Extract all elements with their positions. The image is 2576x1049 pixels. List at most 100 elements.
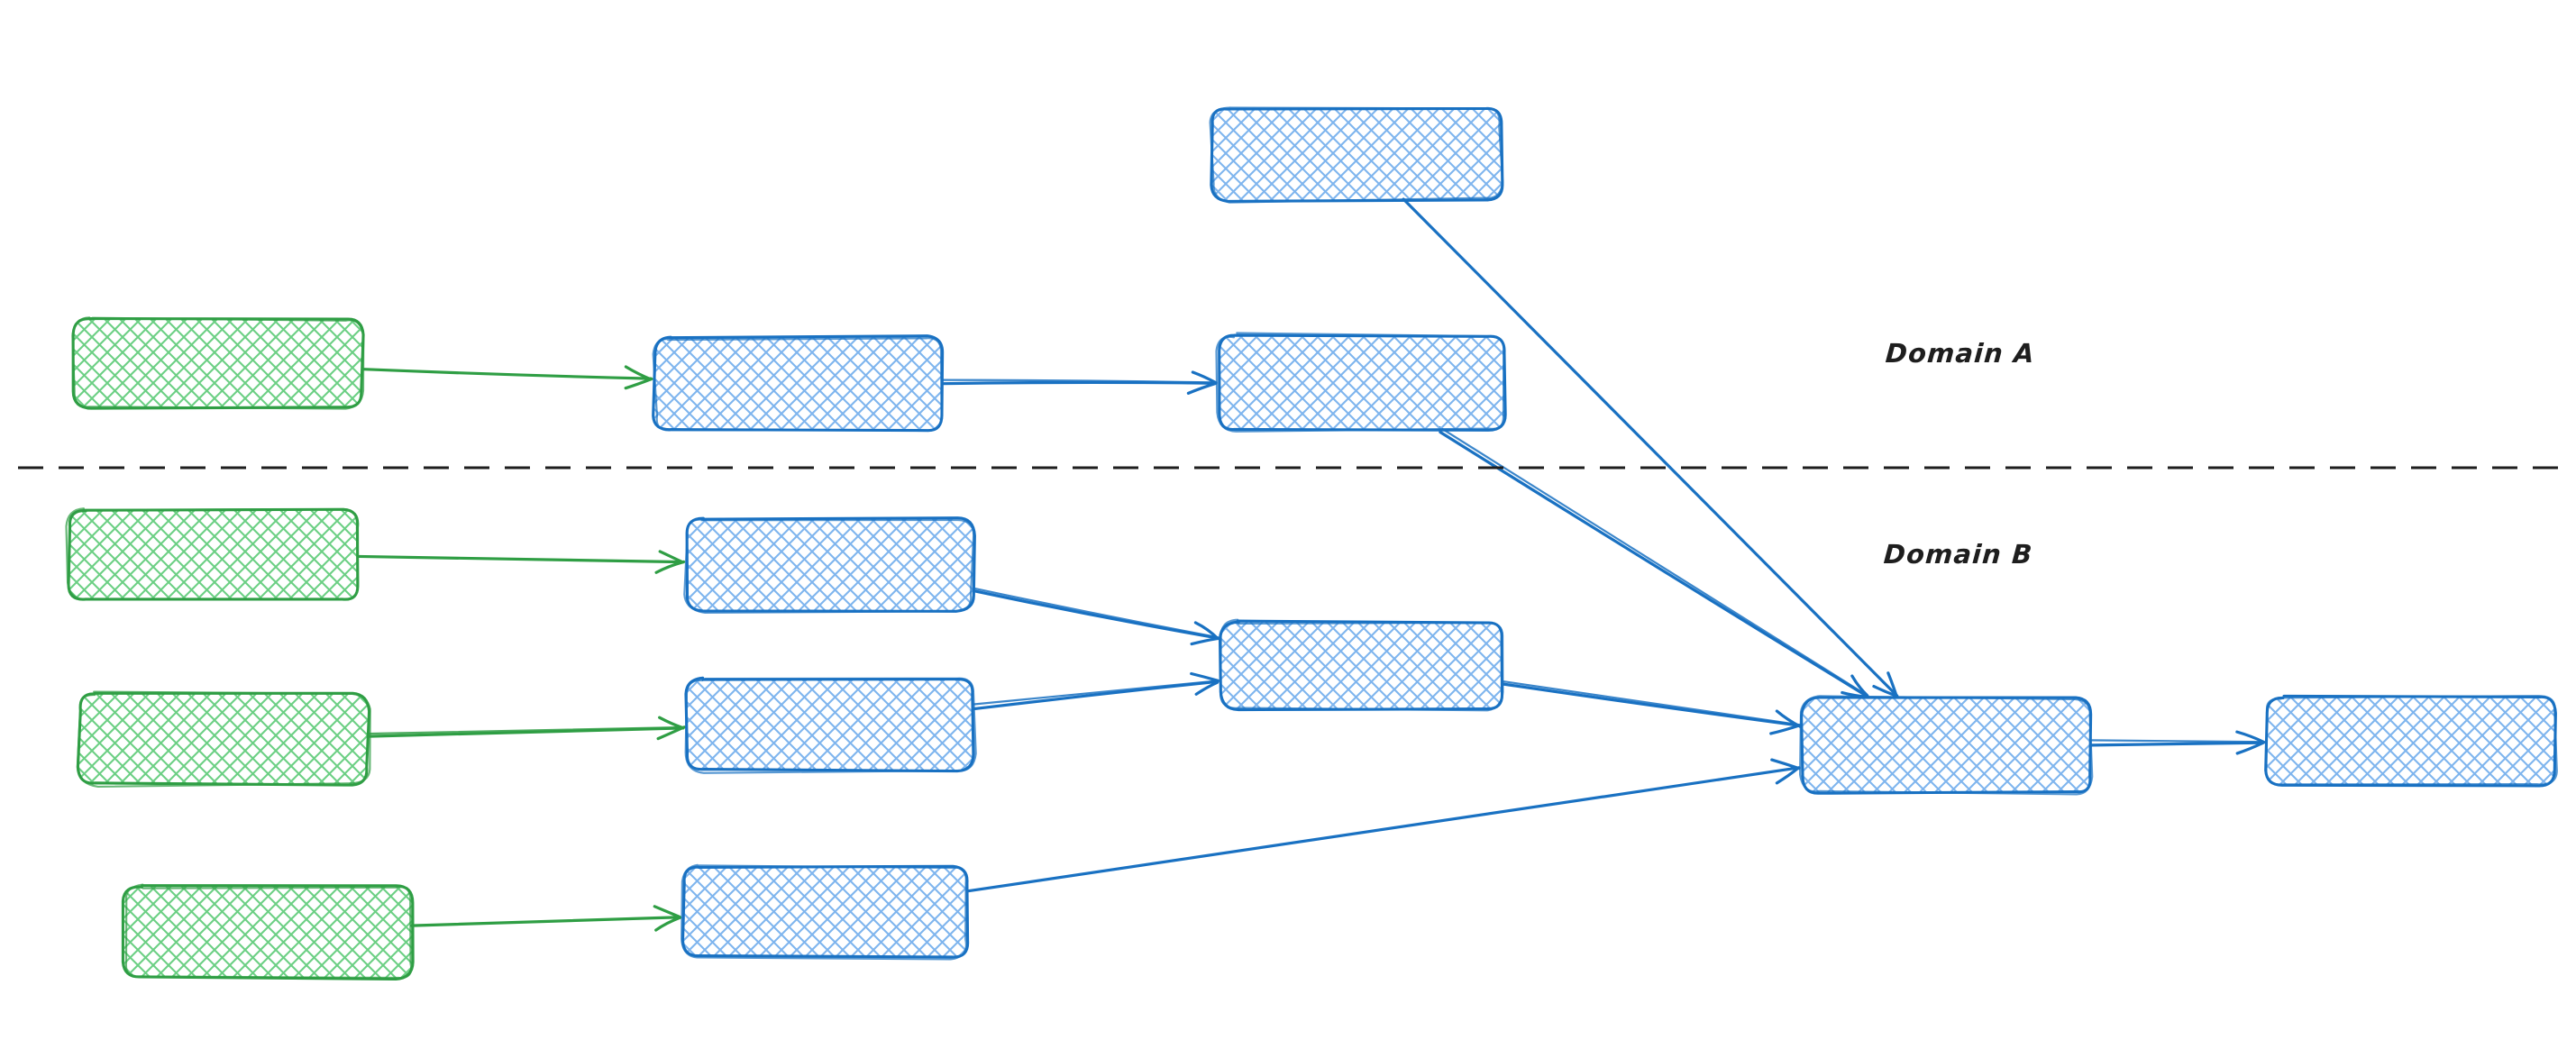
node-a-proc-1[interactable] bbox=[652, 334, 945, 433]
node-outline bbox=[1209, 106, 1504, 204]
node-outline bbox=[124, 883, 413, 980]
edge-line bbox=[966, 766, 1801, 893]
arrowhead bbox=[1841, 674, 1869, 698]
node-fill bbox=[687, 518, 973, 610]
node-hit-b-proc-3[interactable] bbox=[683, 867, 968, 957]
edge-layer bbox=[357, 197, 2266, 932]
node-hit-a-proc-1[interactable] bbox=[654, 337, 943, 431]
edge-e1 bbox=[361, 365, 653, 390]
edge-line bbox=[1402, 197, 1899, 698]
edge-e11 bbox=[966, 758, 1801, 893]
edge-line bbox=[2089, 739, 2265, 743]
arrowhead bbox=[1186, 370, 1218, 395]
node-outline bbox=[1215, 332, 1505, 433]
node-layer bbox=[65, 106, 2558, 981]
node-hit-b-src-1[interactable] bbox=[69, 510, 359, 600]
edge-line bbox=[365, 725, 685, 735]
edge-line bbox=[357, 554, 685, 564]
node-b-proc-1[interactable] bbox=[683, 516, 976, 614]
edge-e6 bbox=[365, 716, 686, 741]
arrowhead bbox=[654, 550, 686, 574]
node-fill bbox=[2267, 697, 2555, 786]
arrowhead bbox=[1770, 758, 1801, 785]
domain-b-label: Domain B bbox=[1882, 539, 2034, 570]
node-fill bbox=[79, 694, 368, 784]
node-fill bbox=[69, 510, 359, 600]
arrowhead bbox=[1190, 621, 1219, 646]
node-outline bbox=[1210, 106, 1504, 203]
edge-line bbox=[973, 680, 1219, 711]
edge-line bbox=[361, 368, 653, 380]
node-hit-b-proc-1[interactable] bbox=[687, 518, 973, 610]
arrowhead bbox=[656, 716, 686, 741]
edge-e3 bbox=[1402, 197, 1899, 698]
node-hit-b-hub-1[interactable] bbox=[1221, 622, 1503, 709]
node-outline bbox=[1798, 695, 2094, 796]
node-outline bbox=[76, 690, 371, 789]
node-hit-a-top-1[interactable] bbox=[1211, 108, 1502, 200]
node-outline bbox=[652, 337, 943, 432]
edge-e4 bbox=[1438, 425, 1869, 698]
node-b-proc-2[interactable] bbox=[684, 676, 977, 774]
edge-e5 bbox=[357, 550, 686, 574]
node-outline bbox=[1219, 618, 1504, 712]
node-outline bbox=[65, 507, 360, 601]
node-outline bbox=[683, 518, 975, 614]
node-b-src-2[interactable] bbox=[76, 690, 371, 789]
arrowhead bbox=[624, 365, 653, 390]
node-fill bbox=[683, 867, 968, 957]
node-fill bbox=[687, 679, 973, 771]
edge-line bbox=[2089, 741, 2265, 747]
node-hit-b-src-2[interactable] bbox=[79, 694, 368, 784]
node-outline bbox=[684, 677, 977, 774]
node-b-proc-3[interactable] bbox=[681, 863, 970, 961]
node-a-proc-2[interactable] bbox=[1215, 332, 1507, 433]
edge-e12 bbox=[2089, 730, 2266, 755]
edge-e10 bbox=[1500, 680, 1802, 735]
domain-a-label: Domain A bbox=[1884, 338, 2036, 369]
node-hit-a-proc-2[interactable] bbox=[1219, 335, 1505, 431]
node-outline bbox=[681, 863, 967, 961]
node-fill bbox=[654, 337, 943, 431]
edge-line bbox=[972, 680, 1219, 706]
node-hit-b-src-3[interactable] bbox=[124, 886, 413, 978]
node-fill bbox=[1803, 698, 2091, 793]
node-hit-b-proc-2[interactable] bbox=[687, 679, 973, 771]
edge-line bbox=[940, 379, 1217, 384]
edge-e2 bbox=[940, 370, 1218, 395]
edge-line bbox=[1500, 682, 1801, 727]
arrowhead bbox=[1190, 671, 1219, 696]
arrowhead bbox=[653, 905, 682, 932]
edge-line bbox=[1438, 425, 1869, 698]
node-fill bbox=[1221, 622, 1503, 709]
node-outline bbox=[71, 316, 365, 410]
edge-line bbox=[366, 726, 685, 738]
node-outline bbox=[121, 884, 415, 981]
edge-e8 bbox=[972, 587, 1219, 646]
node-b-hub-1[interactable] bbox=[1218, 618, 1504, 712]
edge-line bbox=[972, 589, 1219, 640]
edge-line bbox=[1439, 430, 1869, 698]
arrowhead bbox=[1872, 671, 1898, 698]
node-b-src-3[interactable] bbox=[121, 883, 415, 981]
node-fill bbox=[74, 318, 362, 408]
node-b-merge[interactable] bbox=[1798, 695, 2094, 796]
edge-e9 bbox=[972, 671, 1219, 711]
node-b-sink[interactable] bbox=[2264, 694, 2558, 788]
node-a-src-1[interactable] bbox=[71, 316, 365, 410]
node-fill bbox=[1219, 335, 1505, 431]
node-hit-b-merge[interactable] bbox=[1803, 698, 2091, 793]
node-a-top-1[interactable] bbox=[1209, 106, 1504, 204]
node-b-src-1[interactable] bbox=[65, 507, 360, 601]
edge-line bbox=[409, 916, 681, 927]
node-fill bbox=[124, 886, 413, 978]
edge-line bbox=[973, 587, 1219, 639]
node-hit-a-src-1[interactable] bbox=[74, 318, 362, 408]
arrowhead bbox=[2235, 730, 2266, 755]
arrowhead bbox=[1769, 709, 1802, 735]
edge-line bbox=[1503, 680, 1801, 726]
node-outline bbox=[2265, 695, 2558, 786]
node-hit-b-sink[interactable] bbox=[2267, 697, 2555, 786]
